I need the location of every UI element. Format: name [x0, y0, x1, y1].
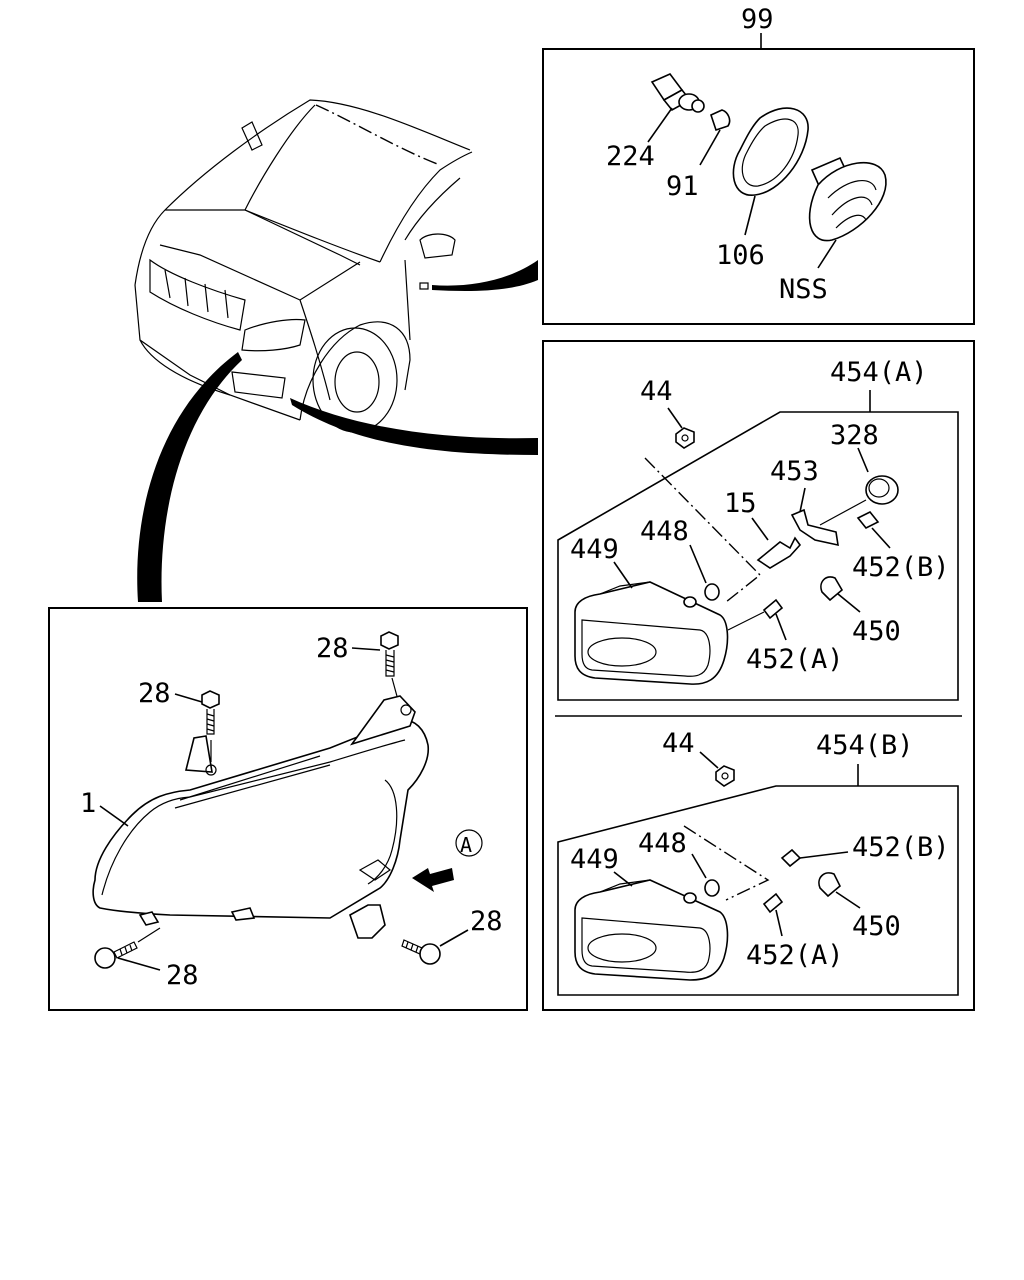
- bolt-28-top: [380, 631, 399, 701]
- fog-lamp-assembly-b: 454(B) 44 452(B) 450 452(A) 448: [557, 728, 959, 996]
- label-91: 91: [666, 171, 699, 202]
- nut-44-a: [675, 427, 695, 449]
- label-28-upper-left: 28: [138, 678, 171, 709]
- headlamp-unit: [92, 695, 430, 939]
- socket-224: [650, 73, 705, 113]
- fog-lamp-assembly-a: 454(A) 44 328 453 15 452(B): [557, 357, 959, 701]
- label-449-a: 449: [570, 534, 619, 565]
- label-452b-a: 452(B): [852, 552, 950, 583]
- label-454a: 454(A): [830, 357, 928, 388]
- assembly-b-outline: [557, 785, 959, 996]
- bolt-28-upper-left: [201, 690, 220, 762]
- label-44-a: 44: [640, 376, 673, 407]
- label-106: 106: [716, 240, 765, 271]
- label-99: 99: [741, 4, 774, 35]
- label-452a-a: 452(A): [746, 644, 844, 675]
- headlamp-frame: [48, 607, 528, 1011]
- screw-452b-a: [856, 510, 880, 530]
- label-44-b: 44: [662, 728, 695, 759]
- side-lamp-frame: [542, 48, 975, 325]
- label-28-top: 28: [316, 633, 349, 664]
- label-1: 1: [80, 788, 96, 819]
- assembly-a-outline: [557, 411, 959, 701]
- side-lamp-nss: [808, 156, 887, 242]
- cap-328: [865, 475, 899, 505]
- label-28-bottom-left: 28: [166, 960, 199, 991]
- part-448-b: [704, 879, 720, 897]
- side-lamp-box: 99 224 91 106 NSS: [542, 4, 975, 325]
- fog-lamp-box: 454(A) 44 328 453 15 452(B): [542, 340, 975, 1011]
- label-450-b: 450: [852, 911, 901, 942]
- label-nss: NSS: [779, 274, 828, 305]
- bolt-28-bottom-left: [94, 927, 161, 969]
- label-28-right: 28: [470, 906, 503, 937]
- screw-452b-b: [780, 848, 802, 868]
- bulb-450-b: [818, 872, 841, 898]
- gasket-106: [732, 107, 809, 196]
- label-448-b: 448: [638, 828, 687, 859]
- headlamp-box: 28 28 1 A: [48, 607, 528, 1011]
- label-454b: 454(B): [816, 730, 914, 761]
- connector-curve-side-lamp: [432, 260, 538, 291]
- screw-452a-a: [762, 598, 784, 620]
- label-328: 328: [830, 420, 879, 451]
- label-449-b: 449: [570, 844, 619, 875]
- label-448-a: 448: [640, 516, 689, 547]
- fog-lamp-body-a: [574, 581, 729, 685]
- label-452a-b: 452(A): [746, 940, 844, 971]
- vehicle-sketch: [134, 99, 473, 433]
- fog-lamp-body-b: [574, 879, 729, 981]
- label-452b-b: 452(B): [852, 832, 950, 863]
- part-448-a: [704, 583, 720, 601]
- connector-curve-fog-lamp: [290, 398, 538, 455]
- bulb-91: [710, 109, 731, 132]
- label-15: 15: [724, 488, 757, 519]
- fog-lamp-frame: [542, 340, 975, 1011]
- clip-453: [790, 508, 839, 547]
- nut-44-b: [715, 765, 735, 787]
- label-450-a: 450: [852, 616, 901, 647]
- connector-curve-headlamp: [137, 352, 242, 602]
- bolt-28-right: [401, 939, 441, 965]
- view-a-indicator: A: [412, 829, 483, 892]
- screw-452a-b: [762, 892, 784, 914]
- bulb-15: [756, 536, 802, 569]
- label-224: 224: [606, 141, 655, 172]
- bulb-450-a: [820, 576, 844, 602]
- view-a-arrow: [412, 868, 454, 892]
- label-view-a: A: [460, 833, 472, 857]
- label-453: 453: [770, 456, 819, 487]
